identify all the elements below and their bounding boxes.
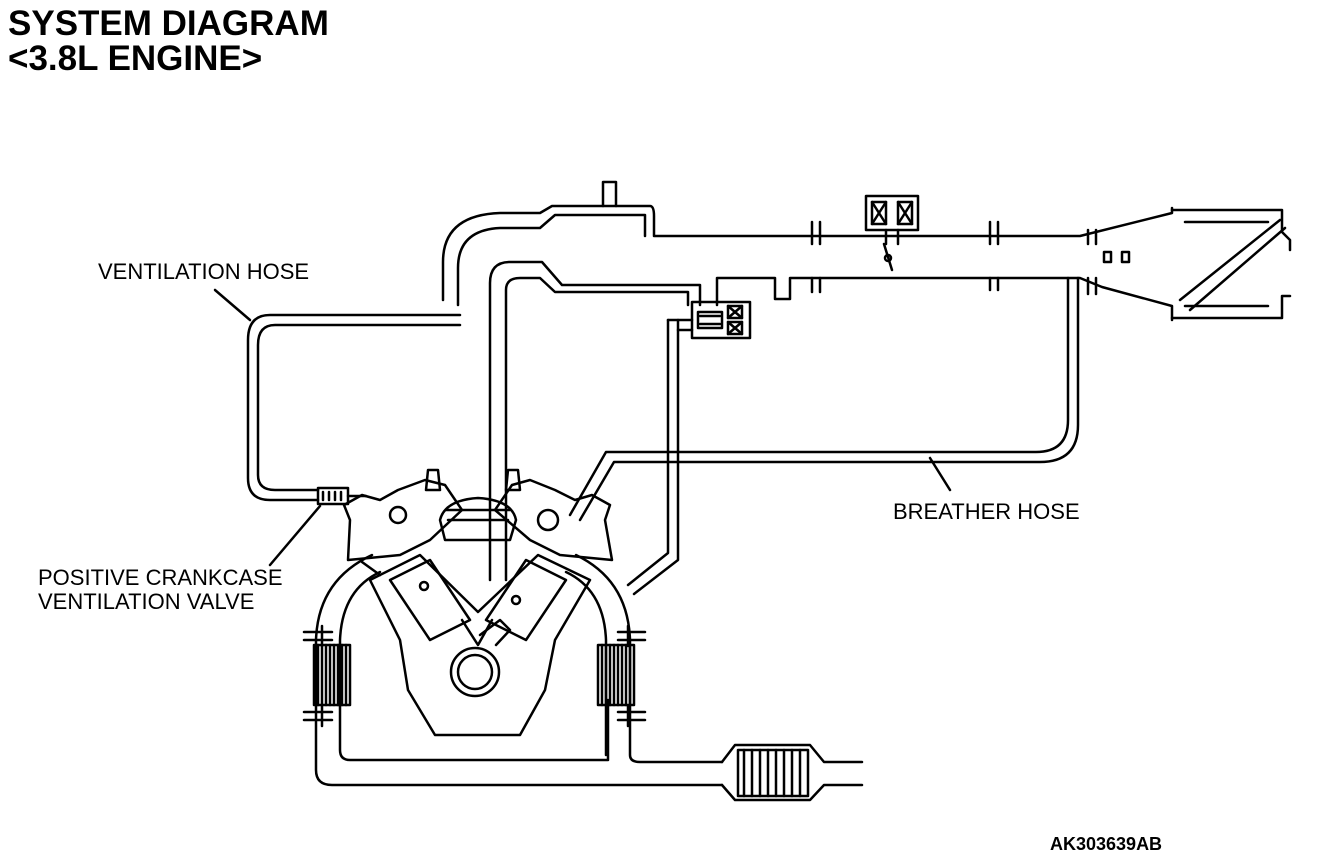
- breather-hose-label: BREATHER HOSE: [893, 499, 1080, 524]
- air-cleaner: [1170, 208, 1292, 320]
- pcv-valve-label-line-2: VENTILATION VALVE: [38, 589, 255, 614]
- pcv-valve-label-line-1: POSITIVE CRANKCASE: [38, 565, 283, 590]
- engine-block: [342, 468, 614, 737]
- title-line-2: <3.8L ENGINE>: [8, 39, 263, 78]
- figure-id: AK303639AB: [1050, 834, 1163, 854]
- ventilation-hose-label: VENTILATION HOSE: [98, 259, 310, 284]
- ventilation-hose: [213, 288, 462, 567]
- diagram-title: SYSTEM DIAGRAM <3.8L ENGINE>: [8, 6, 329, 76]
- throttle-body: [864, 194, 920, 272]
- idle-air-control-valve: [690, 300, 752, 340]
- title-line-1: SYSTEM DIAGRAM: [8, 4, 329, 43]
- intake-air-duct: [441, 180, 1174, 582]
- exhaust-system: [302, 553, 864, 802]
- breather-hose: [568, 276, 1080, 596]
